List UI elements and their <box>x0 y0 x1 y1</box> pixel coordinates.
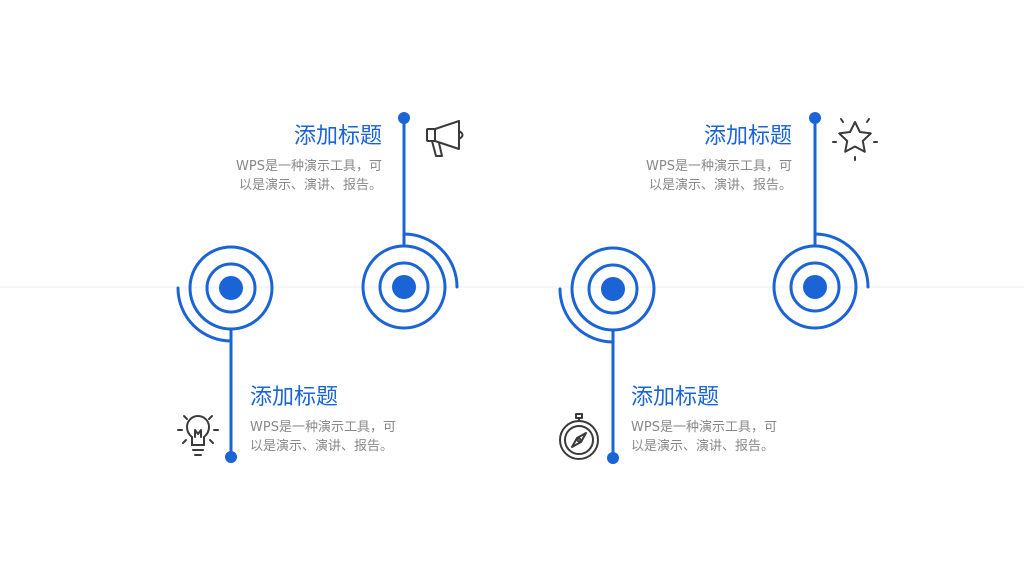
node-inner-ring <box>205 262 257 314</box>
node-lightbulb-group <box>176 245 274 459</box>
node-arc <box>558 287 615 344</box>
item-description-line: 以是演示、演讲、报告。 <box>238 178 382 193</box>
node-center-dot <box>601 277 625 301</box>
item-text-block-compass: 添加标题 WPS是一种演示工具，可 以是演示、演讲、报告。 <box>631 383 791 456</box>
node-center-dot <box>803 275 827 299</box>
node-star-group <box>772 116 870 330</box>
node-inner-ring <box>378 261 430 313</box>
node-center-dot <box>219 276 243 300</box>
lightbulb-icon <box>177 415 219 456</box>
item-text-block-star: 添加标题 WPS是一种演示工具，可 以是演示、演讲、报告。 <box>632 122 792 195</box>
node-compass-group <box>558 246 656 460</box>
item-description-line: WPS是一种演示工具，可 <box>631 420 777 435</box>
compass-icon <box>559 413 599 460</box>
item-description-line: 以是演示、演讲、报告。 <box>250 439 394 454</box>
item-title: 添加标题 <box>250 385 339 410</box>
node-arc <box>813 232 870 289</box>
node-center-dot <box>392 275 416 299</box>
node-stem-end-dot <box>225 451 237 463</box>
item-title: 添加标题 <box>631 385 720 410</box>
item-description-line: 以是演示、演讲、报告。 <box>648 178 792 193</box>
star-icon <box>832 118 878 161</box>
item-description: WPS是一种演示工具，可 以是演示、演讲、报告。 <box>632 157 792 195</box>
item-text-block-lightbulb: 添加标题 WPS是一种演示工具，可 以是演示、演讲、报告。 <box>250 383 410 456</box>
item-description-line: WPS是一种演示工具，可 <box>236 159 382 174</box>
node-stem-end-dot <box>607 452 619 464</box>
node-arc <box>176 286 233 343</box>
node-arc <box>402 232 459 289</box>
megaphone-icon <box>426 120 464 157</box>
item-description-line: WPS是一种演示工具，可 <box>646 159 792 174</box>
item-description-line: 以是演示、演讲、报告。 <box>631 439 775 454</box>
node-inner-ring <box>789 261 841 313</box>
item-text-block-megaphone: 添加标题 WPS是一种演示工具，可 以是演示、演讲、报告。 <box>222 122 382 195</box>
item-title: 添加标题 <box>703 124 792 149</box>
item-description: WPS是一种演示工具，可 以是演示、演讲、报告。 <box>631 418 791 456</box>
item-description: WPS是一种演示工具，可 以是演示、演讲、报告。 <box>250 418 410 456</box>
node-inner-ring <box>587 263 639 315</box>
item-title: 添加标题 <box>293 124 382 149</box>
item-description: WPS是一种演示工具，可 以是演示、演讲、报告。 <box>222 157 382 195</box>
item-description-line: WPS是一种演示工具，可 <box>250 420 396 435</box>
node-stem-end-dot <box>809 112 821 124</box>
node-stem-end-dot <box>398 112 410 124</box>
node-megaphone-group <box>361 116 459 330</box>
